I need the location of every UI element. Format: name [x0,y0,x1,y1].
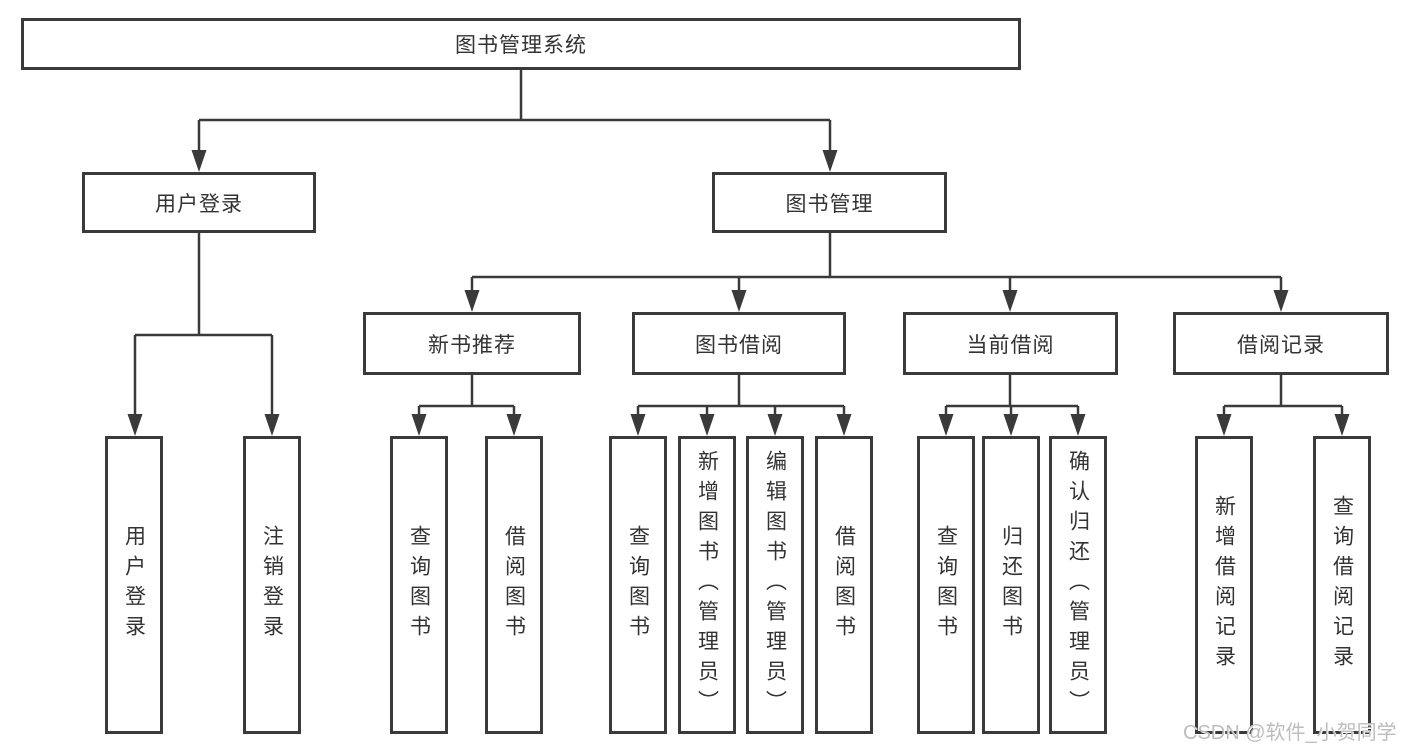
node-borrow-records: 借阅记录 [1173,312,1389,375]
leaf-borrow-books: 借阅图书 [815,436,873,734]
node-label: 新书推荐 [428,333,516,357]
node-book-borrowing: 图书借阅 [632,312,846,375]
leaf-borrow-books-recommend: 借阅图书 [485,436,543,734]
leaf-query-books-current: 查询图书 [917,436,975,734]
leaf-add-borrow-record: 新增借阅记录 [1195,436,1253,734]
node-label: 借阅记录 [1237,333,1325,357]
node-user-login: 用户登录 [82,172,316,233]
node-new-book-recommend: 新书推荐 [363,312,581,375]
node-label: 图书管理系统 [455,34,587,57]
leaf-add-books-admin: 新增图书（管理员） [678,436,736,734]
leaf-confirm-return-admin: 确认归还（管理员） [1049,436,1107,734]
node-book-management: 图书管理 [712,172,947,233]
node-label: 图书管理 [785,192,874,216]
leaf-query-books-borrowing: 查询图书 [609,436,667,734]
node-library-management-system: 图书管理系统 [21,18,1021,70]
node-label: 当前借阅 [966,333,1055,357]
leaf-edit-books-admin: 编辑图书（管理员） [746,436,804,734]
leaf-return-books: 归还图书 [982,436,1040,734]
node-label: 用户登录 [155,192,243,216]
leaf-logout: 注销登录 [243,436,301,734]
node-label: 图书借阅 [695,333,783,357]
leaf-user-login: 用户登录 [105,436,163,734]
node-current-borrowing: 当前借阅 [903,312,1118,375]
leaf-query-books-recommend: 查询图书 [390,436,448,734]
leaf-query-borrow-record: 查询借阅记录 [1313,436,1371,734]
csdn-watermark: CSDN @软件_小贺同学 [1183,722,1397,744]
